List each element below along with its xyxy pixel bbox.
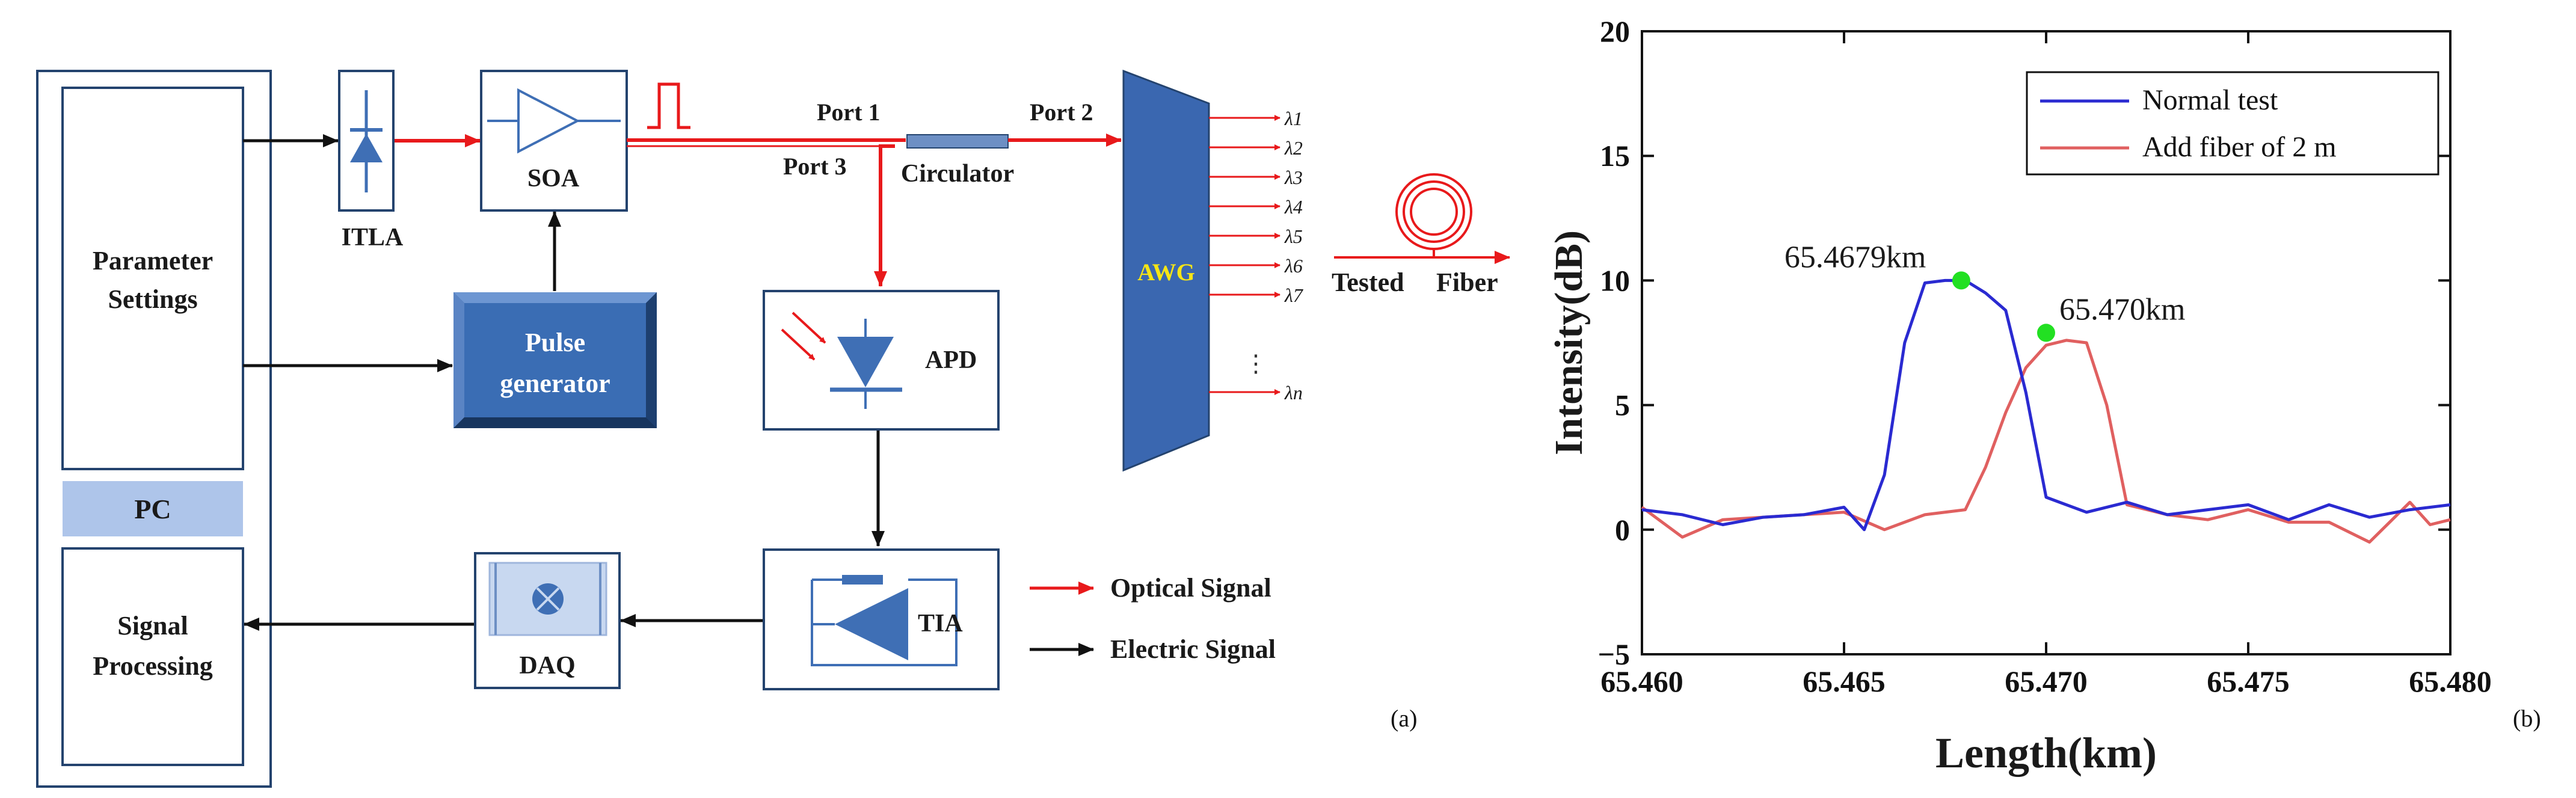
wavelength-label-2: λ2	[1284, 137, 1303, 159]
circulator-body	[906, 134, 1009, 149]
wavelength-label-6: λ6	[1284, 255, 1303, 277]
pc-label: PC	[134, 494, 171, 524]
y-tick-label: 20	[1600, 14, 1630, 48]
port3-to-apd-arrow	[874, 144, 895, 287]
apd-photodiode-icon	[781, 312, 902, 409]
apd-label: APD	[925, 346, 977, 374]
pulse-generator-label-2: generator	[500, 369, 610, 398]
pc-band	[63, 481, 243, 536]
y-tick-label: 5	[1615, 388, 1630, 422]
signal-processing-label-1: Signal	[117, 611, 188, 640]
chart-xlabel: Length(km)	[1935, 729, 2157, 777]
pulse-shape-icon	[647, 82, 690, 129]
wavelength-label-7: λ7	[1284, 284, 1304, 306]
annotation-marker	[1952, 271, 1970, 290]
chart-series	[1641, 278, 2451, 544]
photodiode-icon	[350, 90, 383, 192]
soa-box	[480, 70, 628, 212]
x-tick-label: 65.460	[1600, 664, 1683, 698]
awg-block	[1122, 69, 1210, 472]
x-tick-label: 65.470	[2005, 664, 2088, 698]
port3-label: Port 3	[783, 153, 847, 180]
parameter-settings-label-1: Parameter	[93, 246, 213, 275]
wavelength-label-5: λ5	[1284, 226, 1303, 247]
series-normal-test-line	[1641, 278, 2451, 532]
chart-ticks: 65.460 65.465 65.470 65.475 65.480 −5 0 5 10 15 20	[1598, 14, 2492, 698]
pulse-generator-label-1: Pulse	[525, 328, 585, 357]
coil-icon	[1395, 173, 1472, 257]
soa-label: SOA	[527, 165, 580, 192]
chart-ylabel: Intensity(dB)	[1547, 230, 1591, 455]
wavelength-ellipsis: ⋮	[1244, 350, 1268, 377]
pulse-generator: Pulse generator	[453, 292, 657, 428]
y-tick-label: 10	[1600, 263, 1630, 297]
tested-fiber-label-1: Tested	[1332, 268, 1404, 297]
circulator-label: Circulator	[901, 160, 1014, 188]
y-tick-label: 15	[1600, 139, 1630, 173]
signal-processing-label-2: Processing	[93, 651, 213, 681]
chart-annotations: 65.4679km 65.470km	[1784, 240, 2185, 342]
legend-optical-label: Optical Signal	[1110, 573, 1271, 603]
tia-label: TIA	[918, 610, 963, 637]
wavelength-label-1: λ1	[1284, 108, 1303, 129]
wavelength-outputs: λ1 λ2 λ3 λ4 λ5 λ6 λ7	[1209, 108, 1304, 306]
tested-fiber-label-2: Fiber	[1436, 268, 1498, 297]
x-tick-label: 65.475	[2207, 664, 2290, 698]
x-tick-label: 65.465	[1803, 664, 1886, 698]
y-tick-label: −5	[1598, 637, 1631, 671]
intensity-chart: 65.460 65.465 65.470 65.475 65.480 −5 0 5 10 15 20…	[1547, 14, 2541, 777]
awg-label: AWG	[1137, 259, 1195, 286]
crossed-circle-icon	[532, 583, 564, 615]
wavelength-label-3: λ3	[1284, 167, 1303, 188]
itla-label: ITLA	[342, 224, 404, 251]
y-tick-label: 0	[1615, 513, 1630, 547]
legend-electric-label: Electric Signal	[1110, 634, 1276, 664]
apd-box	[763, 290, 1000, 431]
panel-a-label: (a)	[1391, 705, 1417, 732]
legend-series-added-label: Add fiber of 2 m	[2142, 131, 2337, 163]
annotation-label: 65.470km	[2059, 292, 2185, 327]
chart-legend-box	[2026, 71, 2439, 176]
daq-label: DAQ	[519, 652, 575, 680]
system-diagram: Parameter Settings PC Signal Processing …	[36, 69, 1510, 788]
x-tick-label: 65.480	[2409, 664, 2492, 698]
parameter-settings-label-2: Settings	[108, 284, 197, 314]
wavelength-n-label: λn	[1284, 382, 1303, 404]
annotation-label: 65.4679km	[1784, 240, 1926, 274]
port1-label: Port 1	[817, 99, 881, 126]
port2-label: Port 2	[1030, 99, 1093, 126]
signal-processing-box	[61, 547, 244, 766]
annotation-marker	[2037, 324, 2055, 342]
parameter-settings-box	[61, 87, 244, 470]
legend-series-normal-label: Normal test	[2142, 84, 2278, 116]
tia-amplifier-icon	[811, 575, 958, 666]
amplifier-icon	[487, 88, 621, 154]
wavelength-label-4: λ4	[1284, 196, 1303, 218]
panel-b-label: (b)	[2513, 705, 2541, 732]
